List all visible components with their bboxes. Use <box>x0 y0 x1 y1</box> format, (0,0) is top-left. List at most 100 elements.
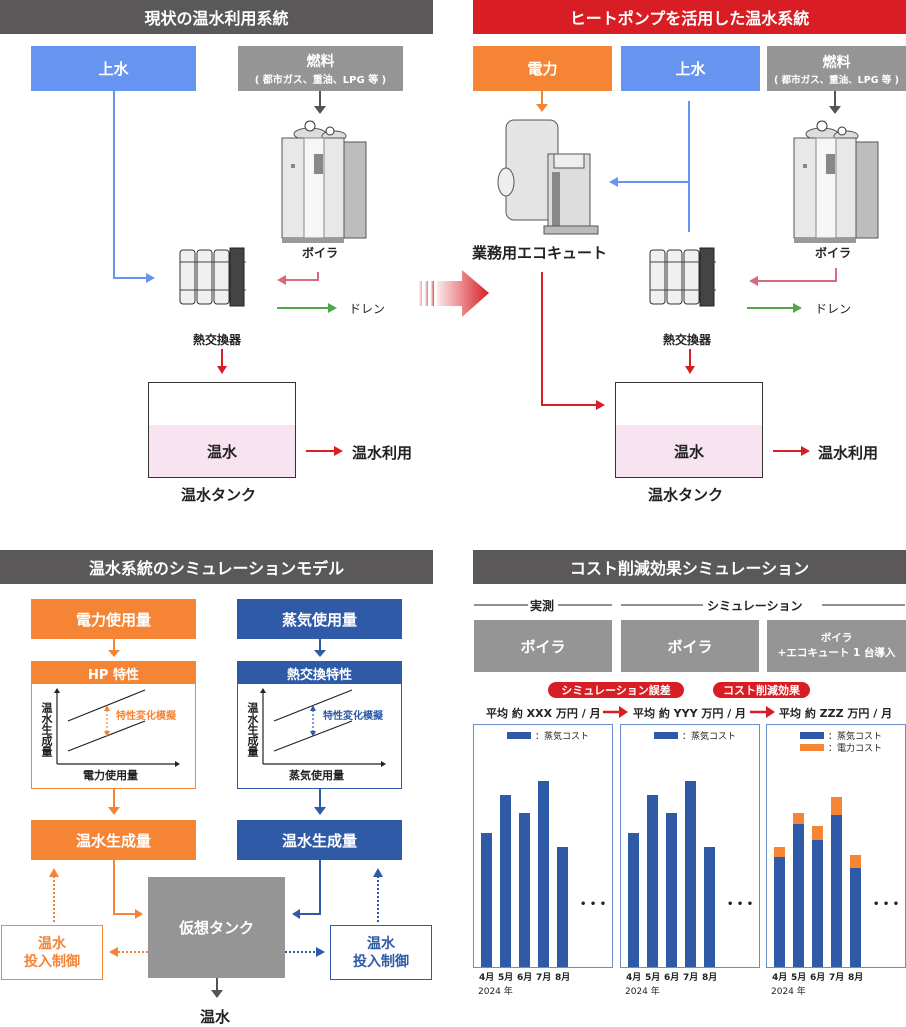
simulation-error-label: シミュレーション誤差 <box>561 684 671 697</box>
legend-label: ：蒸気コスト <box>535 732 590 742</box>
legend-swatch <box>800 744 824 751</box>
chart-legend-item: ：蒸気コスト <box>800 729 882 742</box>
heat-exchanger-label: 熱交換器 <box>193 333 242 347</box>
water-supply-label: 上水 <box>98 60 129 78</box>
chart-panel-sim-boiler <box>620 724 760 968</box>
scenario-label-3b: +エコキュート 1 台導入 <box>777 647 896 659</box>
control-label-right-2: 投入制御 <box>353 953 409 970</box>
month-tick-label: 6月 <box>664 973 680 983</box>
average-cost-sim-boiler: 平均 約 YYY 万円 / 月 <box>633 707 747 720</box>
water-supply-box: 上水 <box>31 46 196 91</box>
hx-y-axis-label: 温水生成量 <box>246 702 259 757</box>
drain-label: ドレン <box>349 302 386 316</box>
hot-water-tank-label-hp: 温水タンク <box>648 486 724 504</box>
hot-water-control-box-right: 温水 投入制御 <box>330 925 432 980</box>
current-system-title: 現状の温水利用系統 <box>144 9 289 28</box>
power-box: 電力 <box>473 46 612 91</box>
scenario-label-1: ボイラ <box>520 637 566 656</box>
month-tick-label: 8月 <box>555 973 571 983</box>
hx-characteristic-panel: 熱交換特性 <box>237 661 402 789</box>
month-tick-label: 5月 <box>645 973 661 983</box>
hp-y-axis-label: 温水生成量 <box>40 702 53 757</box>
hp-annotation: 特性変化模擬 <box>116 711 176 722</box>
tank-water-level-hp: 温水 <box>616 425 762 477</box>
cost-reduction-badge: コスト削減効果 <box>713 682 810 698</box>
cost-simulation-header: コスト削減効果シミュレーション <box>473 550 906 584</box>
control-label-right-1: 温水 <box>367 935 395 952</box>
legend-label: ：電力コスト <box>828 744 883 754</box>
chart-legend-item: ：蒸気コスト <box>654 729 736 742</box>
month-tick-label: 7月 <box>536 973 552 983</box>
power-label: 電力 <box>527 60 558 78</box>
tank-water-level: 温水 <box>149 425 295 477</box>
hx-characteristic-title: 熱交換特性 <box>286 667 352 683</box>
group-simulation-label: シミュレーション <box>707 599 803 613</box>
current-system-header: 現状の温水利用系統 <box>0 0 433 34</box>
legend-label: ：蒸気コスト <box>682 732 737 742</box>
month-tick-label: 8月 <box>848 973 864 983</box>
boiler-label: ボイラ <box>302 246 339 260</box>
virtual-tank-box: 仮想タンク <box>148 877 285 978</box>
control-label-left-2: 投入制御 <box>24 953 80 970</box>
month-tick-label: 5月 <box>498 973 514 983</box>
heatpump-system-header: ヒートポンプを活用した温水系統 <box>473 0 906 34</box>
month-tick-label: 4月 <box>626 973 642 983</box>
hot-water-output-label-right: 温水生成量 <box>281 831 357 850</box>
scenario-measured-boiler: ボイラ <box>474 620 612 672</box>
tank-water-label: 温水 <box>206 442 237 461</box>
scenario-label-2: ボイラ <box>667 637 713 656</box>
hot-water-tank-hp: 温水 <box>615 382 763 478</box>
hx-characteristic-title-bar: 熱交換特性 <box>238 662 401 684</box>
legend-swatch <box>800 732 824 739</box>
tank-water-label-hp: 温水 <box>673 442 704 461</box>
ellipsis-more: • • • <box>580 899 607 910</box>
legend-label: ：蒸気コスト <box>828 732 883 742</box>
hp-characteristic-title-bar: HP 特性 <box>32 662 195 684</box>
simulation-model-header: 温水系統のシミュレーションモデル <box>0 550 433 584</box>
drain-label-hp: ドレン <box>815 302 852 316</box>
virtual-tank-output-label: 温水 <box>200 1008 231 1026</box>
ellipsis-more: • • • <box>873 899 900 910</box>
scenario-sim-boiler: ボイラ <box>621 620 759 672</box>
steam-usage-label: 蒸気使用量 <box>281 610 357 629</box>
chart-panel-sim-ecocute <box>766 724 906 968</box>
average-cost-measured: 平均 約 XXX 万円 / 月 <box>486 707 601 720</box>
ellipsis-more: • • • <box>727 899 754 910</box>
hx-x-axis-label: 蒸気使用量 <box>289 769 344 782</box>
hp-characteristic-title: HP 特性 <box>88 667 139 683</box>
heat-exchanger-label-hp: 熱交換器 <box>663 333 712 347</box>
fuel-box-hp: 燃料 ( 都市ガス、重油、LPG 等 ) <box>767 46 906 91</box>
hx-annotation: 特性変化模擬 <box>323 711 383 722</box>
ecocute-label: 業務用エコキュート <box>472 244 608 262</box>
month-tick-label: 7月 <box>683 973 699 983</box>
steam-usage-box: 蒸気使用量 <box>237 599 402 639</box>
legend-swatch <box>507 732 531 739</box>
chart-legend-item: ：電力コスト <box>800 741 882 754</box>
fuel-box: 燃料 ( 都市ガス、重油、LPG 等 ) <box>238 46 403 91</box>
average-cost-sim-ecocute: 平均 約 ZZZ 万円 / 月 <box>779 707 893 720</box>
power-usage-label: 電力使用量 <box>75 610 151 629</box>
water-supply-box-hp: 上水 <box>621 46 760 91</box>
hot-water-use-label-hp: 温水利用 <box>818 444 879 462</box>
hp-x-axis-label: 電力使用量 <box>83 769 138 782</box>
chart-panel-measured <box>473 724 613 968</box>
virtual-tank-label: 仮想タンク <box>178 919 254 937</box>
fuel-label-hp: 燃料 <box>822 54 851 71</box>
month-tick-label: 4月 <box>479 973 495 983</box>
scenario-sim-boiler-ecocute: ボイラ +エコキュート 1 台導入 <box>767 620 906 672</box>
power-usage-box: 電力使用量 <box>31 599 196 639</box>
month-tick-label: 6月 <box>810 973 826 983</box>
control-label-left-1: 温水 <box>38 935 66 952</box>
heatpump-system-title: ヒートポンプを活用した温水系統 <box>569 9 810 28</box>
year-label: 2024 年 <box>625 987 660 997</box>
month-tick-label: 7月 <box>829 973 845 983</box>
scenario-label-3a: ボイラ <box>820 632 853 644</box>
simulation-error-badge: シミュレーション誤差 <box>548 682 684 698</box>
month-tick-label: 8月 <box>702 973 718 983</box>
hot-water-control-box-left: 温水 投入制御 <box>1 925 103 980</box>
water-supply-label-hp: 上水 <box>675 60 706 78</box>
month-tick-label: 5月 <box>791 973 807 983</box>
chart-legend-item: ：蒸気コスト <box>507 729 589 742</box>
year-label: 2024 年 <box>478 987 513 997</box>
month-tick-label: 6月 <box>517 973 533 983</box>
